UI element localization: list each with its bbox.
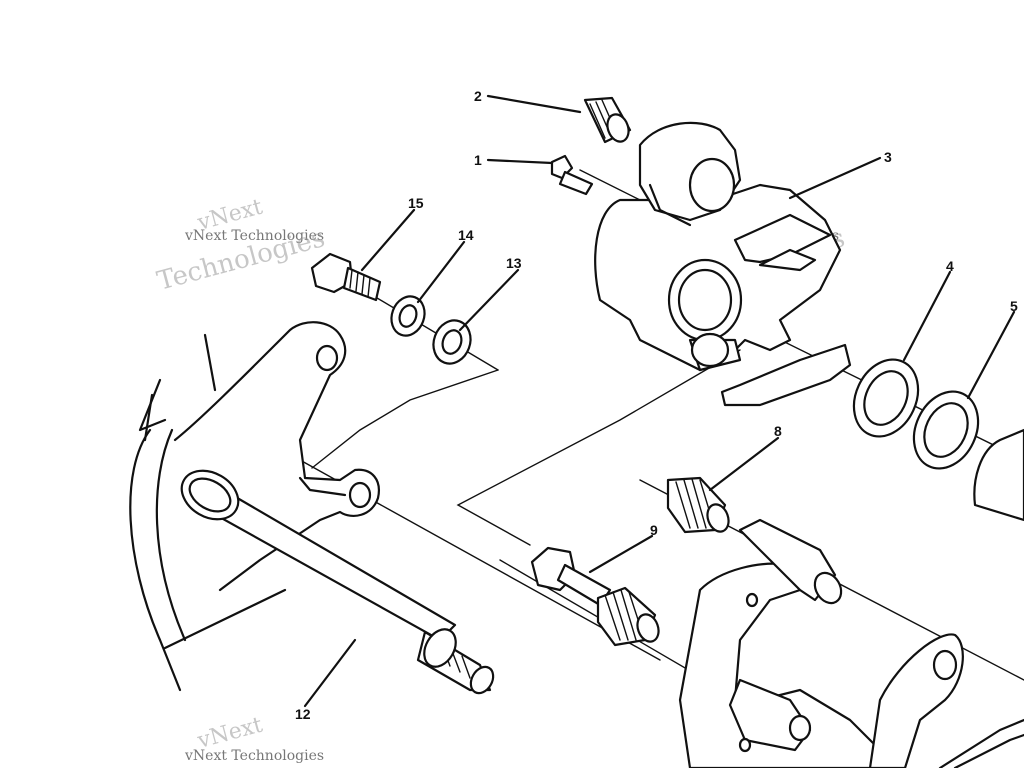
callout-1: 1 bbox=[474, 152, 482, 168]
piston-6 bbox=[973, 428, 1024, 522]
callout-8: 8 bbox=[774, 423, 782, 439]
bleeder-screw-1 bbox=[550, 154, 594, 196]
caliper-housing-3 bbox=[594, 121, 852, 407]
svg-text:vNext Technologies: vNext Technologies bbox=[184, 228, 324, 244]
callout-13: 13 bbox=[506, 255, 522, 271]
callout-14: 14 bbox=[458, 227, 474, 243]
dust-cap-2 bbox=[583, 96, 632, 144]
bolt-15 bbox=[310, 252, 382, 302]
watermark-top-left: vNext vNext Technologies Technologies bbox=[154, 195, 328, 297]
spring-8 bbox=[666, 476, 730, 534]
svg-text:vNext Technologies: vNext Technologies bbox=[184, 748, 324, 764]
flat-washer-13 bbox=[432, 319, 472, 365]
callout-4: 4 bbox=[946, 258, 954, 274]
callout-9: 9 bbox=[650, 522, 658, 538]
piston-seal-4 bbox=[852, 358, 920, 438]
knuckle-arm-right bbox=[868, 633, 1024, 768]
dust-boot-5 bbox=[912, 390, 980, 470]
callout-12: 12 bbox=[295, 706, 311, 722]
leader-lines bbox=[303, 94, 1016, 708]
sleeve-9 bbox=[530, 546, 612, 607]
lock-washer-14 bbox=[390, 295, 426, 337]
guide-pin-12 bbox=[163, 469, 495, 695]
steering-knuckle-bracket bbox=[129, 321, 380, 692]
caliper-mounting-bracket bbox=[678, 518, 882, 768]
callout-15: 15 bbox=[408, 195, 424, 211]
spring-9b bbox=[596, 586, 660, 647]
callout-labels: 1 2 3 4 5 8 9 12 13 14 15 bbox=[295, 88, 1018, 722]
callout-5: 5 bbox=[1010, 298, 1018, 314]
callout-2: 2 bbox=[474, 88, 482, 104]
callout-3: 3 bbox=[884, 149, 892, 165]
